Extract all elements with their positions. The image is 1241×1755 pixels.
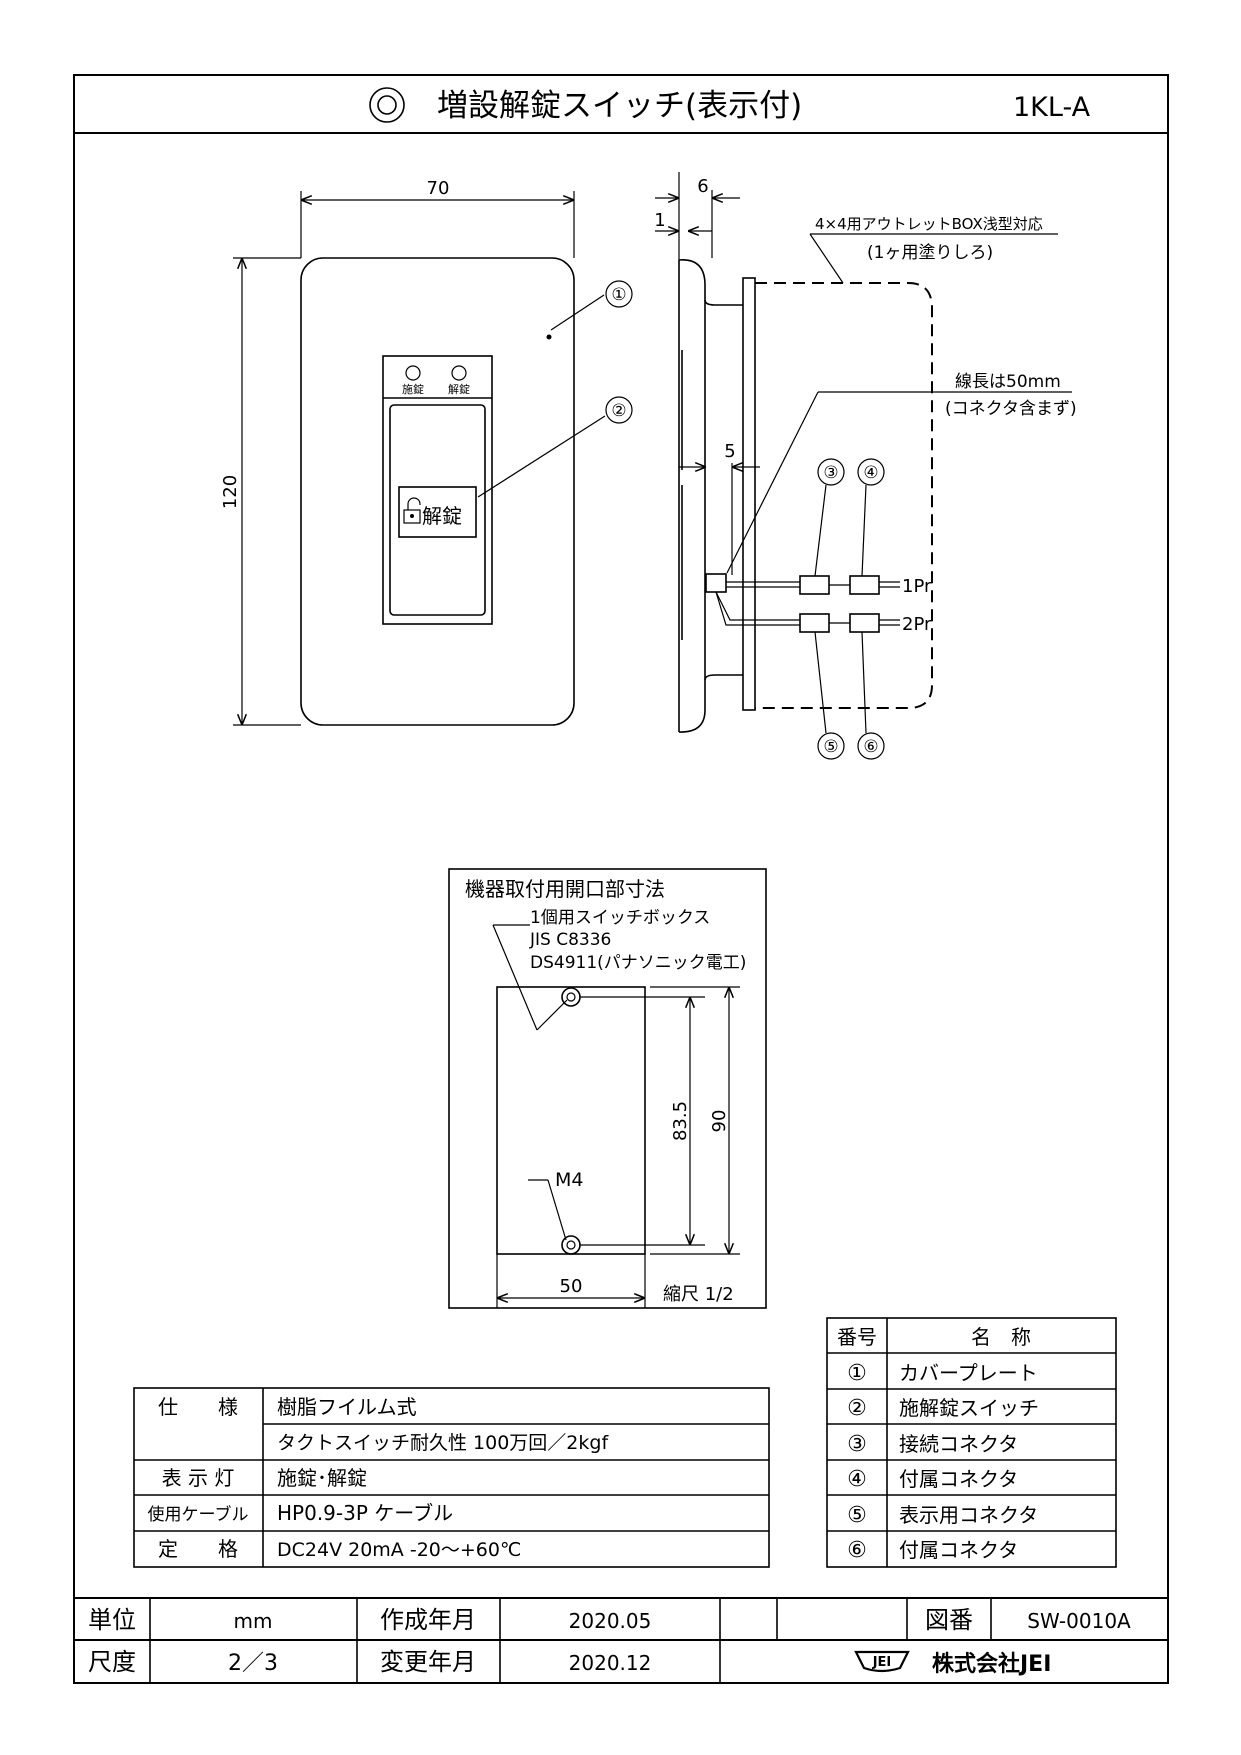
scale-value: 2／3 bbox=[228, 1651, 278, 1676]
unit-label: 単位 bbox=[88, 1606, 136, 1634]
spec-value: 施錠･解錠 bbox=[277, 1466, 367, 1490]
parts-row-name: 接続コネクタ bbox=[899, 1432, 1018, 1456]
parts-table: 番号 名 称 ① カバープレート ② 施解錠スイッチ ③ 接続コネクタ ④ 付属… bbox=[826, 1317, 1117, 1568]
connector-6 bbox=[849, 613, 880, 633]
sheet-border bbox=[73, 74, 1169, 1684]
cover-side-profile bbox=[678, 259, 706, 733]
model-number: 1KL-A bbox=[1013, 92, 1091, 123]
created-value: 2020.05 bbox=[569, 1609, 652, 1633]
parts-header-name: 名 称 bbox=[971, 1325, 1031, 1349]
unlock-button bbox=[398, 486, 477, 538]
parts-header-no: 番号 bbox=[837, 1325, 877, 1349]
spec-value: DC24V 20mA -20～+60℃ bbox=[277, 1539, 521, 1561]
opening-width-dimension: 50 bbox=[560, 1276, 583, 1297]
opening-scale: 縮尺 1/2 bbox=[663, 1284, 734, 1305]
callout-2: ② bbox=[611, 401, 626, 421]
drawing-no-value: SW-0010A bbox=[1027, 1609, 1131, 1633]
wire-length-note: 線長は50mm bbox=[955, 372, 1061, 392]
cover-plate-outline bbox=[300, 257, 575, 726]
spec-value: 樹脂フイルム式 bbox=[277, 1395, 417, 1419]
connector-3 bbox=[799, 575, 830, 595]
screw-size: M4 bbox=[555, 1169, 583, 1191]
changed-label: 変更年月 bbox=[380, 1648, 476, 1676]
unlock-button-label: 解錠 bbox=[422, 504, 462, 528]
company-logo: JEI bbox=[854, 1650, 910, 1673]
parts-row-name: 付属コネクタ bbox=[899, 1538, 1018, 1562]
outlet-box-flange bbox=[742, 277, 756, 711]
dimension-6: 6 bbox=[697, 176, 708, 197]
spec-value: タクトスイッチ耐久性 100万回／2kgf bbox=[277, 1432, 609, 1454]
switch-plate bbox=[389, 404, 486, 616]
parts-row-no: ① bbox=[847, 1361, 867, 1386]
lock-indicator-label: 施錠 bbox=[402, 382, 424, 396]
parts-row-no: ③ bbox=[847, 1432, 867, 1457]
callout-1: ① bbox=[611, 285, 626, 305]
title-double-circle-icon bbox=[369, 87, 405, 123]
switch-box-standard: JIS C8336 bbox=[529, 930, 611, 950]
callout-5: ⑤ bbox=[823, 737, 838, 757]
unlock-indicator-lamp bbox=[451, 365, 467, 381]
parts-row-name: カバープレート bbox=[899, 1361, 1038, 1385]
screw-hole-top bbox=[561, 987, 581, 1007]
switch-frame bbox=[382, 355, 493, 625]
pitch-dimension: 83.5 bbox=[670, 1101, 691, 1141]
wire-length-note-sub: (コネクタ含まず) bbox=[945, 399, 1077, 419]
connector-5 bbox=[799, 613, 830, 633]
unlock-indicator-label: 解錠 bbox=[448, 382, 470, 396]
company-logo-text: JEI bbox=[872, 1655, 892, 1670]
callout-4: ④ bbox=[863, 463, 878, 483]
width-dimension: 70 bbox=[427, 178, 450, 199]
spec-value: HP0.9-3P ケーブル bbox=[277, 1501, 453, 1525]
unit-value: mm bbox=[234, 1609, 273, 1633]
title-block: 単位 mm 作成年月 2020.05 図番 SW-0010A 尺度 2／3 変更… bbox=[74, 1597, 1168, 1683]
changed-value: 2020.12 bbox=[569, 1651, 652, 1675]
wire-label-1pr: 1Pr bbox=[902, 576, 932, 597]
parts-row-no: ⑥ bbox=[847, 1538, 867, 1563]
opening-height-dimension: 90 bbox=[709, 1110, 730, 1133]
outlet-box-note-sub: (1ヶ用塗りしろ) bbox=[867, 242, 993, 263]
height-dimension: 120 bbox=[220, 475, 241, 509]
callout-6: ⑥ bbox=[863, 737, 878, 757]
spec-label: 表 示 灯 bbox=[162, 1466, 235, 1490]
parts-row-no: ④ bbox=[847, 1467, 867, 1492]
company-name: 株式会社JEI bbox=[932, 1651, 1051, 1677]
spec-label: 使用ケーブル bbox=[148, 1504, 249, 1525]
wire-label-2pr: 2Pr bbox=[902, 614, 932, 635]
opening-outline bbox=[496, 986, 646, 1255]
parts-row-no: ⑤ bbox=[847, 1503, 867, 1528]
outlet-box-note: 4×4用アウトレットBOX浅型対応 bbox=[815, 215, 1043, 233]
side-view: 1Pr 2Pr 6 1 5 4×4用アウトレットBOX浅型対応 (1ヶ用塗りしろ… bbox=[654, 172, 1077, 760]
outlet-box-dashed bbox=[755, 282, 933, 709]
switch-box-name: 1個用スイッチボックス bbox=[530, 908, 710, 928]
parts-row-name: 施解錠スイッチ bbox=[899, 1396, 1039, 1420]
connector-4 bbox=[849, 575, 880, 595]
parts-row-no: ② bbox=[847, 1396, 867, 1421]
created-label: 作成年月 bbox=[380, 1606, 476, 1634]
padlock-open-icon bbox=[403, 497, 421, 524]
connector-body bbox=[705, 573, 727, 593]
lock-indicator-lamp bbox=[405, 365, 421, 381]
cover-plate-dot bbox=[546, 334, 552, 340]
dimension-1: 1 bbox=[654, 210, 665, 231]
front-view: 施錠 解錠 解錠 70 120 ① ② bbox=[220, 178, 633, 726]
scale-label: 尺度 bbox=[88, 1648, 136, 1676]
spec-table: 仕 様 樹脂フイルム式 タクトスイッチ耐久性 100万回／2kgf 表 示 灯 … bbox=[133, 1387, 770, 1568]
drawing-no-label: 図番 bbox=[925, 1606, 973, 1634]
opening-title: 機器取付用開口部寸法 bbox=[465, 877, 665, 901]
dimension-5: 5 bbox=[724, 441, 735, 462]
spec-label: 定 格 bbox=[158, 1537, 238, 1561]
callout-3: ③ bbox=[823, 463, 838, 483]
drawing-title: 増設解錠スイッチ(表示付) bbox=[437, 88, 802, 124]
opening-dimension-box: 機器取付用開口部寸法 1個用スイッチボックス JIS C8336 DS4911(… bbox=[448, 868, 767, 1309]
switch-box-model: DS4911(パナソニック電工) bbox=[530, 953, 746, 973]
screw-hole-bottom bbox=[561, 1235, 581, 1255]
parts-row-name: 表示用コネクタ bbox=[899, 1503, 1038, 1527]
parts-row-name: 付属コネクタ bbox=[899, 1467, 1018, 1491]
spec-label: 仕 様 bbox=[158, 1395, 238, 1419]
